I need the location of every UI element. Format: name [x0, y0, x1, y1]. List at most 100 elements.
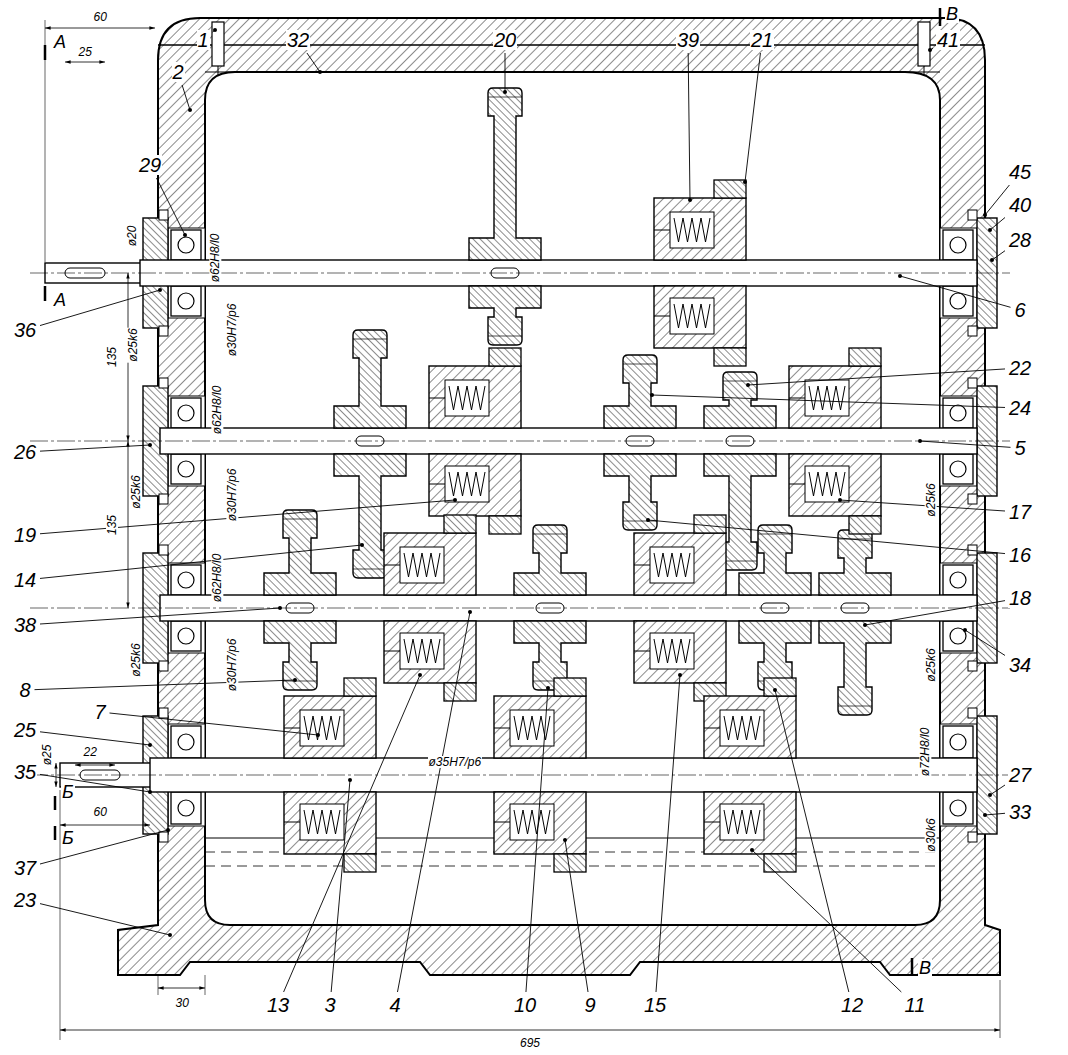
cap-screw: [968, 494, 977, 504]
clutch-cavity: [400, 547, 444, 583]
pitch-line: [488, 97, 522, 98]
bearing-ball: [178, 293, 194, 309]
leader-dot: [546, 686, 550, 690]
clutch-cavity: [670, 298, 714, 334]
leader-line: [748, 369, 1005, 385]
dimension-text: 22: [83, 746, 98, 758]
clutch-detail: [654, 316, 670, 317]
callout-number: 15: [643, 995, 667, 1015]
bearing-ball: [950, 405, 966, 421]
leader-line: [840, 500, 1005, 511]
callout-number: 9: [584, 995, 597, 1015]
bearing-ball: [950, 800, 966, 816]
leader-dot: [750, 848, 754, 852]
section-letter: Б: [61, 783, 75, 801]
pitch-line: [488, 336, 522, 337]
leader-dot: [983, 213, 987, 217]
clutch-gear-rim: [764, 678, 796, 696]
leader-line: [745, 53, 760, 182]
clutch-body: [384, 533, 476, 595]
leader-dot: [963, 628, 967, 632]
callout-number: 7: [94, 702, 107, 722]
clutch-cavity: [445, 466, 489, 502]
bearing-ball: [178, 461, 194, 477]
leader-line: [648, 520, 1005, 554]
callout-number: 40: [1008, 195, 1032, 215]
bearing-ball: [178, 800, 194, 816]
clutch-detail: [789, 484, 805, 485]
callout-number: 13: [266, 995, 290, 1015]
cap-screw: [159, 210, 168, 220]
bolt: [212, 22, 224, 66]
callout-number: 16: [1008, 545, 1032, 565]
leader-line: [40, 445, 150, 451]
leader-dot: [453, 498, 457, 502]
bearing-ball: [950, 572, 966, 588]
leader-line: [965, 630, 1005, 655]
callout-number: 45: [1008, 162, 1032, 182]
dimension-text: ø72H8/l0: [919, 727, 931, 778]
clutch-spring: [404, 553, 440, 577]
leader-line: [992, 251, 1005, 260]
clutch-body: [284, 792, 376, 854]
leader-line: [40, 774, 150, 792]
section-mark: [44, 286, 47, 301]
bolt-tip: [218, 66, 219, 76]
bearing-ball: [178, 405, 194, 421]
bearing-ball: [178, 237, 194, 253]
callout-number: 39: [676, 30, 700, 50]
callout-number: 18: [1008, 588, 1032, 608]
dimension-text: ø25k6: [129, 474, 141, 509]
bolt-tip: [924, 66, 925, 76]
section-mark: [44, 45, 47, 60]
leader-dot: [918, 439, 922, 443]
gear-section: [704, 372, 776, 428]
leader-dot: [166, 828, 170, 832]
clutch-detail: [704, 728, 720, 729]
center-line: [30, 608, 1010, 609]
clutch-gear-rim: [444, 683, 476, 701]
leader-line: [110, 713, 319, 735]
gear-section: [739, 525, 811, 595]
leader-dot: [746, 383, 750, 387]
dimension-line: [60, 825, 150, 826]
ball-bearing: [943, 792, 973, 824]
leader-line: [35, 680, 296, 690]
dimension-text: 695: [519, 1037, 541, 1049]
clutch-cavity: [650, 633, 694, 669]
callout-number: 23: [13, 890, 37, 910]
callout-number: 20: [493, 30, 517, 50]
ball-bearing: [943, 621, 973, 651]
gearbox-section: [30, 8, 1010, 1040]
leader-line: [40, 830, 168, 864]
callout-number: 26: [13, 442, 37, 462]
clutch-spring: [674, 218, 710, 242]
clutch-gear-rim: [714, 348, 746, 366]
clutch-detail: [634, 565, 650, 566]
clutch-gear-rim: [444, 515, 476, 533]
callout-number: 33: [1008, 802, 1032, 822]
leader-dot: [688, 198, 692, 202]
callout-number: 29: [138, 155, 162, 175]
clutch-detail: [494, 728, 510, 729]
cap-screw: [159, 494, 168, 504]
bolt: [918, 22, 930, 66]
callout-number: 10: [513, 995, 537, 1015]
section-letter: А: [53, 33, 67, 51]
bearing-ball: [950, 628, 966, 644]
callout-number: 5: [1014, 438, 1027, 458]
clutch-spring: [809, 472, 845, 496]
gear-section: [334, 330, 406, 428]
leader-line: [865, 601, 1005, 625]
pitch-line: [623, 364, 657, 365]
cap-screw: [159, 708, 168, 718]
leader-dot: [168, 933, 172, 937]
leader-line: [985, 185, 1009, 215]
clutch-detail: [384, 651, 400, 652]
clutch-spring: [724, 810, 760, 834]
clutch-cavity: [445, 380, 489, 416]
callout-number: 21: [750, 30, 774, 50]
callout-number: 14: [13, 570, 37, 590]
dimension-text: ø25k6: [129, 642, 141, 677]
clutch-spring: [654, 639, 690, 663]
